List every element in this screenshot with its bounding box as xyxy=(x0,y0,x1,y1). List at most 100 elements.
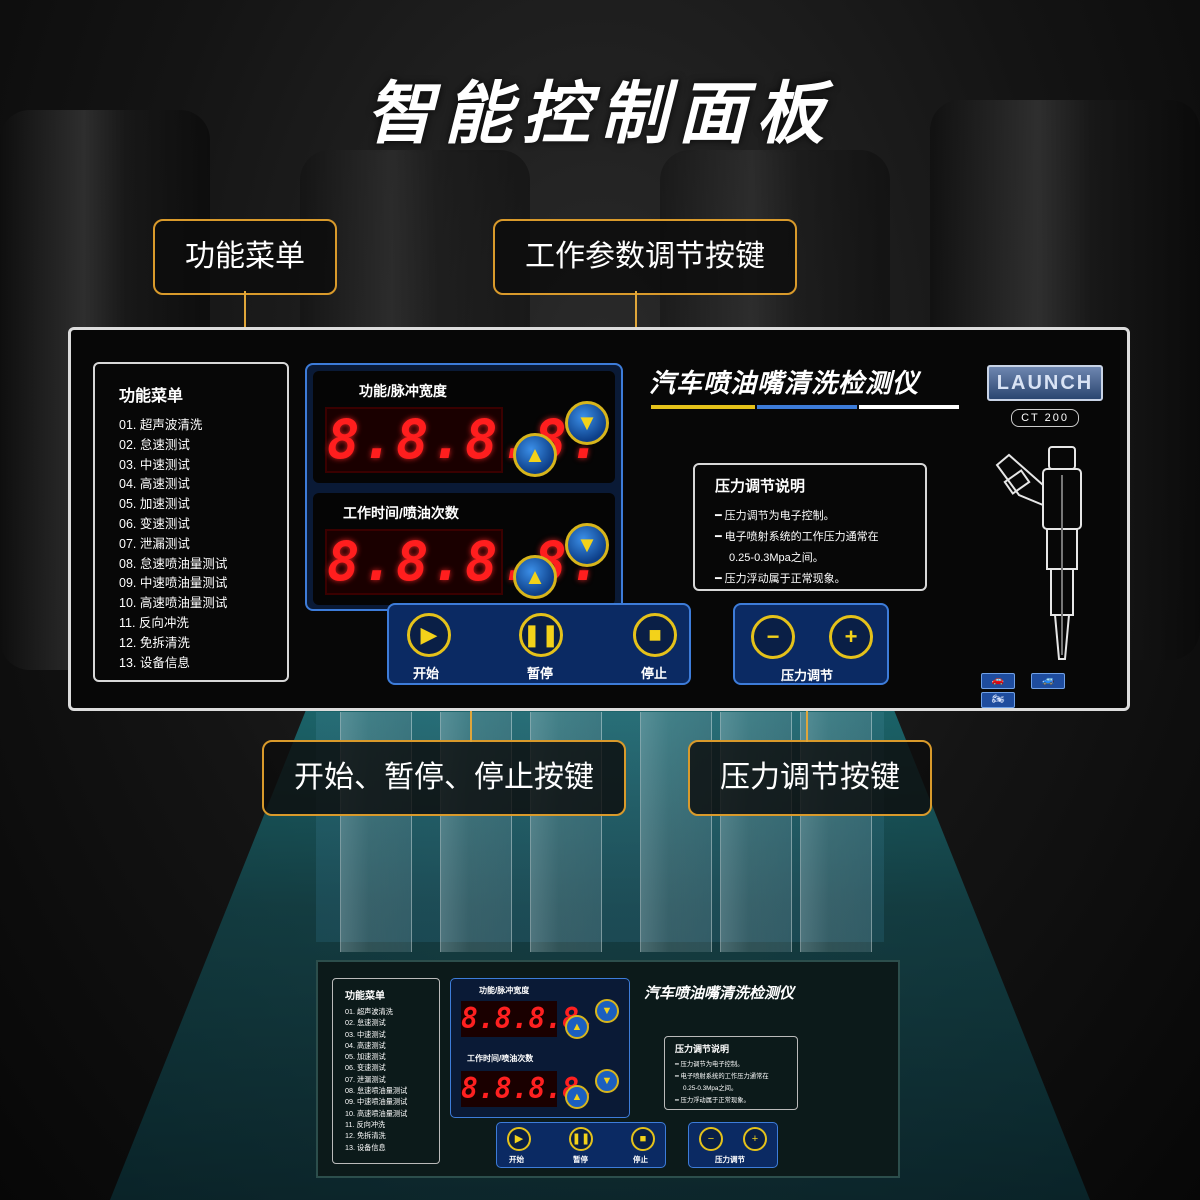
machine-menu-item: 06. 变速测试 xyxy=(345,1063,386,1073)
menu-item[interactable]: 03. 中速测试 xyxy=(119,457,190,472)
machine-display2-label: 工作时间/喷油次数 xyxy=(467,1054,534,1063)
function-up-button[interactable]: ▲ xyxy=(513,433,557,477)
machine-menu-title: 功能菜单 xyxy=(345,991,385,1002)
machine-pressure-increase: + xyxy=(743,1127,767,1151)
page-title: 智能控制面板 xyxy=(365,76,834,152)
title-underline xyxy=(859,405,959,409)
pressure-note-line: ━ 压力浮动属于正常现象。 xyxy=(715,573,846,585)
machine-pressure-label: 压力调节 xyxy=(715,1155,745,1164)
machine-menu-item: 10. 高速喷油量测试 xyxy=(345,1108,408,1118)
leader-line xyxy=(806,680,808,742)
machine-display1-label: 功能/脉冲宽度 xyxy=(479,986,530,995)
machine-product-title: 汽车喷油嘴清洗检测仪 xyxy=(644,985,795,1002)
machine-pressure-note: 压力调节说明 ━ 压力调节为电子控制。 ━ 电子喷射系统的工作压力通常在 0.2… xyxy=(664,1036,798,1110)
machine-start-stop-controls: ▶ 开始 ❚❚ 暂停 ■ 停止 xyxy=(496,1122,666,1168)
pressure-decrease-button[interactable]: − xyxy=(751,615,795,659)
time-injection-readout: 8.8.8.8. xyxy=(325,529,604,595)
stop-button[interactable]: ■ xyxy=(633,613,677,657)
machine-pressure-line: ━ 压力调节为电子控制。 xyxy=(675,1061,744,1068)
vehicle-type-icons: 🚗 🚙 🏍 xyxy=(981,670,1127,708)
machine-menu-item: 01. 超声波清洗 xyxy=(345,1007,393,1016)
pressure-note-title: 压力调节说明 xyxy=(715,478,806,495)
pressure-increase-button[interactable]: + xyxy=(829,615,873,659)
machine-menu-item: 05. 加速测试 xyxy=(345,1052,386,1062)
menu-item[interactable]: 13. 设备信息 xyxy=(119,655,190,670)
function-pulse-readout: 8.8.8.8. xyxy=(325,407,604,473)
start-button[interactable]: ▶ xyxy=(407,613,451,657)
machine-pause-label: 暂停 xyxy=(573,1155,588,1164)
function-menu: 功能菜单 01. 超声波清洗 02. 怠速测试 03. 中速测试 04. 高速测… xyxy=(93,362,289,682)
start-label: 开始 xyxy=(413,666,440,681)
menu-item[interactable]: 06. 变速测试 xyxy=(119,516,190,531)
machine-menu-item: 13. 设备信息 xyxy=(345,1142,386,1152)
pressure-note-line: ━ 电子喷射系统的工作压力通常在 xyxy=(715,531,879,543)
function-menu-title: 功能菜单 xyxy=(119,388,184,405)
machine-display-box: 功能/脉冲宽度 8.8.8.8. ▲ ▼ 工作时间/喷油次数 8.8.8.8. … xyxy=(450,978,630,1118)
menu-item[interactable]: 10. 高速喷油量测试 xyxy=(119,596,228,611)
machine-stop-label: 停止 xyxy=(633,1155,648,1164)
menu-item[interactable]: 05. 加速测试 xyxy=(119,497,190,512)
machine-down-button: ▼ xyxy=(595,999,619,1023)
machine-menu-item: 02. 怠速测试 xyxy=(345,1018,386,1028)
machine-menu-item: 12. 免拆清洗 xyxy=(345,1131,386,1141)
machine-control-panel: 功能菜单 01. 超声波清洗 02. 怠速测试 03. 中速测试 04. 高速测… xyxy=(316,960,900,1178)
machine-down-button: ▼ xyxy=(595,1069,619,1093)
display-parameter-box: 功能/脉冲宽度 8.8.8.8. ▲ ▼ 工作时间/喷油次数 8.8.8.8. … xyxy=(305,363,623,611)
pressure-note: 压力调节说明 ━ 压力调节为电子控制。 ━ 电子喷射系统的工作压力通常在 0.2… xyxy=(693,463,927,591)
function-pulse-label: 功能/脉冲宽度 xyxy=(359,383,447,399)
pause-label: 暂停 xyxy=(527,666,554,681)
machine-stop-button: ■ xyxy=(631,1127,655,1151)
menu-item[interactable]: 04. 高速测试 xyxy=(119,477,190,492)
model-badge: CT 200 xyxy=(1011,409,1079,427)
machine-start-button: ▶ xyxy=(507,1127,531,1151)
machine-menu-item: 03. 中速测试 xyxy=(345,1029,386,1039)
machine-up-button: ▲ xyxy=(565,1085,589,1109)
machine-pressure-controls: − + 压力调节 xyxy=(688,1122,778,1168)
menu-item[interactable]: 07. 泄漏测试 xyxy=(119,536,190,551)
pressure-note-line: 0.25-0.3Mpa之间。 xyxy=(729,552,824,564)
function-pulse-display: 功能/脉冲宽度 8.8.8.8. ▲ ▼ xyxy=(313,371,615,483)
machine-menu-item: 09. 中速喷油量测试 xyxy=(345,1097,408,1107)
machine-pressure-line: ━ 电子喷射系统的工作压力通常在 xyxy=(675,1073,769,1080)
title-underline xyxy=(651,405,755,409)
menu-item[interactable]: 09. 中速喷油量测试 xyxy=(119,576,228,591)
injector-illustration xyxy=(995,446,1082,660)
machine-pressure-title: 压力调节说明 xyxy=(675,1044,730,1054)
machine-pressure-line: 0.25-0.3Mpa之间。 xyxy=(683,1085,738,1092)
machine-start-label: 开始 xyxy=(509,1155,524,1164)
motorcycle-icon: 🏍 xyxy=(981,692,1015,708)
brand-logo: LAUNCH xyxy=(987,365,1103,401)
pressure-controls: − + 压力调节 xyxy=(733,603,889,685)
callout-start-stop-keys: 开始、暂停、停止按键 xyxy=(262,740,626,816)
title-underline xyxy=(757,405,857,409)
menu-item[interactable]: 11. 反向冲洗 xyxy=(119,615,189,630)
time-up-button[interactable]: ▲ xyxy=(513,555,557,599)
machine-menu-item: 04. 高速测试 xyxy=(345,1040,386,1050)
suv-icon: 🚙 xyxy=(1031,673,1066,689)
control-panel: 功能菜单 01. 超声波清洗 02. 怠速测试 03. 中速测试 04. 高速测… xyxy=(68,327,1130,711)
menu-item[interactable]: 02. 怠速测试 xyxy=(119,437,190,452)
pressure-adjust-label: 压力调节 xyxy=(781,668,834,683)
machine-menu-item: 11. 反向冲洗 xyxy=(345,1119,386,1129)
machine-pressure-line: ━ 压力浮动属于正常现象。 xyxy=(675,1097,750,1104)
time-injection-display: 工作时间/喷油次数 8.8.8.8. ▲ ▼ xyxy=(313,493,615,605)
car-icon: 🚗 xyxy=(981,673,1015,689)
machine-function-menu: 功能菜单 01. 超声波清洗 02. 怠速测试 03. 中速测试 04. 高速测… xyxy=(332,978,440,1164)
callout-function-menu: 功能菜单 xyxy=(153,219,337,295)
menu-item[interactable]: 08. 怠速喷油量测试 xyxy=(119,556,228,571)
machine-menu-item: 07. 泄漏测试 xyxy=(345,1074,386,1084)
pressure-note-line: ━ 压力调节为电子控制。 xyxy=(715,510,835,522)
stop-label: 停止 xyxy=(641,666,668,681)
callout-pressure-keys: 压力调节按键 xyxy=(688,740,932,816)
machine-display2-readout: 8.8.8.8. xyxy=(461,1071,596,1107)
menu-item[interactable]: 01. 超声波清洗 xyxy=(119,418,203,432)
menu-item[interactable]: 12. 免拆清洗 xyxy=(119,635,190,650)
product-title: 汽车喷油嘴清洗检测仪 xyxy=(649,368,920,398)
machine-menu-item: 08. 怠速喷油量测试 xyxy=(345,1086,408,1096)
machine-up-button: ▲ xyxy=(565,1015,589,1039)
pause-button[interactable]: ❚❚ xyxy=(519,613,563,657)
machine-pause-button: ❚❚ xyxy=(569,1127,593,1151)
time-injection-label: 工作时间/喷油次数 xyxy=(343,505,459,521)
function-down-button[interactable]: ▼ xyxy=(565,401,609,445)
time-down-button[interactable]: ▼ xyxy=(565,523,609,567)
